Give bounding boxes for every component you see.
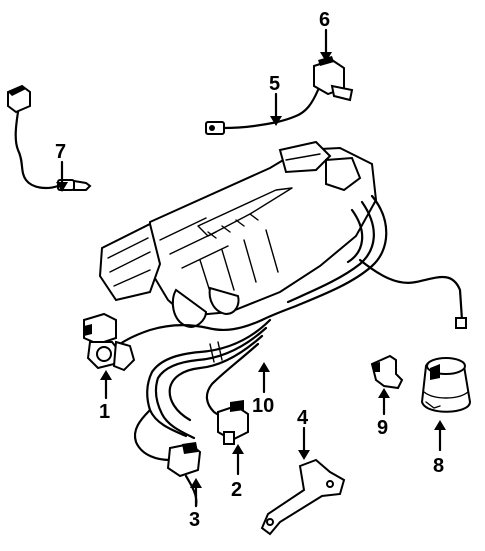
part-2-vsv: [217, 400, 249, 445]
callout-9: 9: [377, 417, 388, 439]
callout-labels: 1 2 3 4 5 6 7 8 9 10: [55, 9, 444, 531]
callout-3: 3: [189, 509, 200, 531]
part-8-canister: [420, 357, 472, 413]
part-9-bracket: [370, 354, 404, 390]
part-6-sensor: [313, 56, 354, 102]
part-10-vacuum-hoses: [146, 318, 272, 440]
callout-8: 8: [433, 455, 444, 477]
callout-5: 5: [269, 73, 280, 95]
callout-10: 10: [252, 395, 274, 417]
callout-2: 2: [231, 479, 242, 501]
wiring-harness: [108, 194, 467, 354]
part-3-vsv: [133, 408, 202, 508]
part-4-bracket: [260, 458, 346, 536]
callout-7: 7: [55, 141, 66, 163]
leader-lines: [56, 28, 446, 508]
callout-1: 1: [99, 401, 110, 423]
part-7-oxygen-sensor: [7, 84, 92, 191]
part-5-valve: [205, 88, 320, 135]
callout-4: 4: [297, 407, 309, 429]
engine-intake-manifold: [98, 140, 378, 328]
callout-6: 6: [319, 9, 330, 31]
part-1-egr-valve: [83, 312, 136, 372]
